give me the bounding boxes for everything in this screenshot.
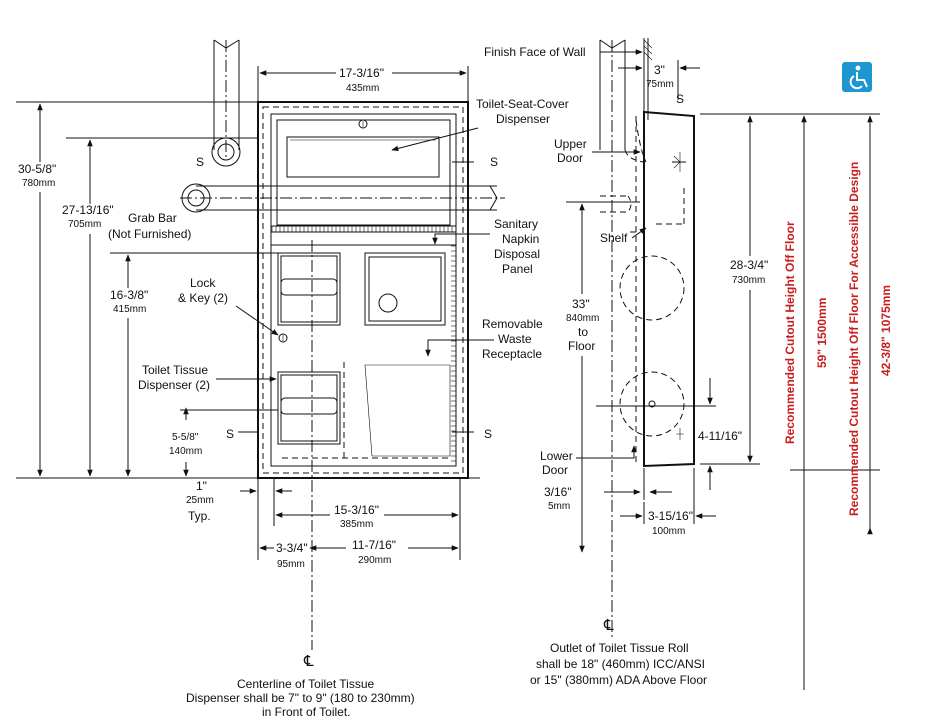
- height-a-in: 30-5/8": [18, 162, 56, 176]
- sanitary-label: Panel: [502, 262, 533, 276]
- top-width-mm: 435mm: [346, 83, 379, 94]
- tissue-label: Dispenser (2): [138, 378, 210, 392]
- d316-in: 3/16": [544, 485, 572, 499]
- lower-door-label: Door: [542, 463, 568, 477]
- d3-15-mm: 100mm: [652, 526, 685, 537]
- width-3-mm: 95mm: [277, 559, 305, 570]
- height-c-in: 16-3/8": [110, 288, 148, 302]
- cutout-value: 59" 1500mm: [815, 298, 829, 368]
- h4-in: 4-11/16": [698, 429, 742, 443]
- centerline-note: Dispenser shall be 7" to 9" (180 to 230m…: [186, 691, 415, 705]
- accessibility-icon: [842, 62, 872, 92]
- height-d-mm: 140mm: [169, 446, 202, 457]
- lock-label: Lock: [190, 276, 216, 290]
- waste-label: Receptacle: [482, 347, 542, 361]
- grab-bar-label: (Not Furnished): [108, 227, 191, 241]
- accessible-value: 42-3/8" 1075mm: [879, 285, 893, 376]
- width-3-in: 3-3/4": [276, 541, 308, 555]
- height-b-mm: 705mm: [68, 219, 101, 230]
- waste-label: Removable: [482, 317, 543, 331]
- h28-in: 28-3/4": [730, 258, 768, 272]
- lower-door-label: Lower: [540, 449, 573, 463]
- seat-cover-label: Toilet-Seat-Cover: [476, 97, 569, 111]
- h33-in: 33": [572, 297, 590, 311]
- seat-cover-label: Dispenser: [496, 112, 550, 126]
- typ-label: Typ.: [188, 509, 211, 523]
- cutout-label: Recommended Cutout Height Off Floor: [783, 221, 797, 444]
- width-2-mm: 385mm: [340, 519, 373, 530]
- waste-label: Waste: [498, 332, 532, 346]
- front-view: S S S S 17-3/16" 435mm Toilet-Seat-Cover…: [16, 39, 569, 719]
- s-marker: S: [226, 427, 234, 441]
- h33-to: Floor: [568, 339, 595, 353]
- width-4-in: 11-7/16": [352, 538, 396, 552]
- shelf-label: Shelf: [600, 231, 628, 245]
- accessible-label: Recommended Cutout Height Off Floor For …: [847, 162, 861, 516]
- height-a-mm: 780mm: [22, 178, 55, 189]
- sanitary-label: Napkin: [502, 232, 539, 246]
- one-in: 1": [196, 479, 207, 493]
- outlet-note: Outlet of Toilet Tissue Roll: [550, 641, 689, 655]
- upper-door-label: Door: [557, 151, 583, 165]
- h33-mm: 840mm: [566, 313, 599, 324]
- centerline-symbol: ℄: [303, 653, 314, 670]
- finish-face-label: Finish Face of Wall: [484, 45, 586, 59]
- outlet-note: or 15" (380mm) ADA Above Floor: [530, 673, 707, 687]
- depth-3-mm: 75mm: [646, 79, 674, 90]
- one-mm: 25mm: [186, 495, 214, 506]
- s-marker: S: [484, 427, 492, 441]
- height-c-mm: 415mm: [113, 304, 146, 315]
- h28-mm: 730mm: [732, 275, 765, 286]
- s-marker: S: [196, 155, 204, 169]
- width-2-in: 15-3/16": [334, 503, 379, 517]
- width-4-mm: 290mm: [358, 555, 391, 566]
- centerline-symbol: ℄: [603, 617, 614, 634]
- sanitary-label: Sanitary: [494, 217, 538, 231]
- ada-section: Recommended Cutout Height Off Floor 59" …: [700, 62, 893, 690]
- top-width-in: 17-3/16": [339, 66, 384, 80]
- s-marker: S: [676, 92, 684, 106]
- lock-label: & Key (2): [178, 291, 228, 305]
- height-b-in: 27-13/16": [62, 203, 114, 217]
- grab-bar-label: Grab Bar: [128, 211, 177, 225]
- height-d-in: 5-5/8": [172, 432, 199, 443]
- centerline-note: Centerline of Toilet Tissue: [237, 677, 375, 691]
- depth-3-in: 3": [654, 63, 665, 77]
- sanitary-label: Disposal: [494, 247, 540, 261]
- tissue-label: Toilet Tissue: [142, 363, 208, 377]
- upper-door-label: Upper: [554, 137, 587, 151]
- d3-15-in: 3-15/16": [648, 509, 693, 523]
- h33-to: to: [578, 325, 588, 339]
- s-marker: S: [490, 155, 498, 169]
- centerline-note: in Front of Toilet.: [262, 705, 351, 719]
- d316-mm: 5mm: [548, 501, 570, 512]
- side-view: Finish Face of Wall 3" 75mm S Upper Door: [484, 38, 768, 687]
- outlet-note: shall be 18" (460mm) ICC/ANSI: [536, 657, 705, 671]
